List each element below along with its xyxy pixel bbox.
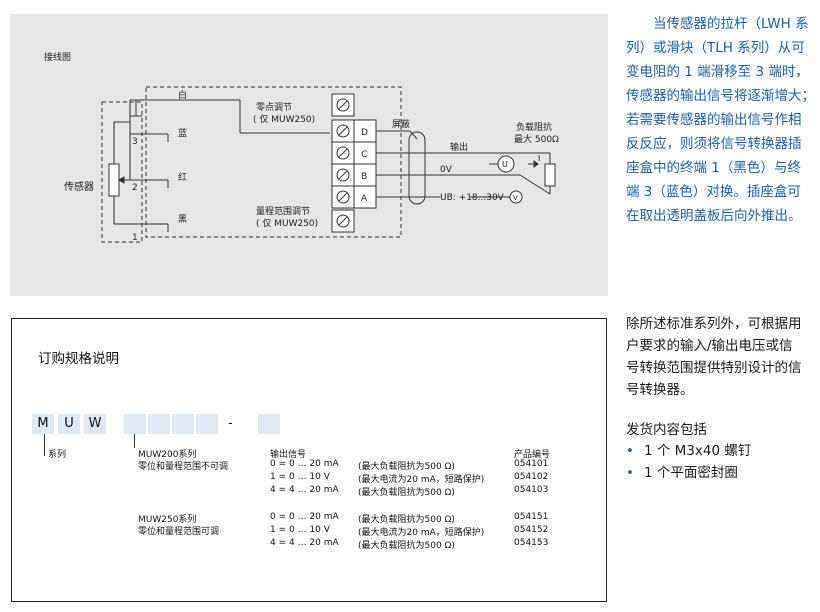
u-symbol: U — [502, 160, 508, 169]
load-value-label: 最大 500Ω — [514, 133, 559, 145]
cable-shield — [408, 131, 426, 205]
zero-adjust-label: 零点调节 — [256, 102, 292, 113]
wire-white-label: 白 — [178, 89, 187, 101]
paragraph-line: 变电阻的 1 端滑移至 3 端时， — [626, 64, 809, 80]
table-cell-code: 054101 — [514, 459, 549, 469]
table-cell-signal: 4 = 4 … 20 mA — [270, 538, 339, 548]
series-bracket — [44, 434, 45, 456]
range-adjust-label: 量程范围调节 — [256, 205, 310, 217]
list-item-text: 1 个 M3x40 螺钉 — [644, 443, 752, 459]
table-cell-code: 054153 — [514, 538, 549, 548]
terminal-b: B — [361, 172, 367, 182]
code-cell-m: M — [32, 414, 54, 434]
shield-label: 屏蔽 — [392, 118, 410, 130]
series-label: 系列 — [48, 450, 67, 460]
bullet-icon: • — [626, 443, 634, 459]
terminal-d: D — [361, 128, 368, 138]
pin-2-label: 2 — [132, 183, 138, 193]
paragraph-line: 当传感器的拉杆（LWH 系 — [653, 16, 809, 32]
terminal-a: A — [361, 194, 368, 204]
wire-red-label: 红 — [178, 171, 187, 183]
group-desc: 零位和量程范围可调 — [138, 527, 220, 537]
order-title: 订购规格说明 — [38, 351, 119, 367]
code-cell-w: W — [84, 414, 106, 434]
order-specification-box: 订购规格说明 M U W - 系列 输出信号 产品编号 MUW200系列 零位和… — [11, 318, 607, 602]
list-item: • 1 个 M3x40 螺钉 — [626, 440, 751, 462]
wire-blue-label: 蓝 — [178, 127, 187, 139]
wiring-diagram-panel: 接线图 — [10, 14, 608, 296]
table-cell-note: (最大负载阻抗为500 Ω) — [358, 488, 455, 498]
table-cell-note: (最大负载阻抗为500 Ω) — [358, 541, 455, 551]
code-cell-blank — [148, 414, 170, 434]
paragraph-line: 若需要传感器的输出信号作相 — [626, 112, 802, 128]
code-cell-u: U — [58, 414, 80, 434]
output-signal-header: 输出信号 — [270, 450, 307, 460]
i-symbol: I — [538, 154, 540, 163]
v-symbol: V — [513, 194, 518, 202]
code-dash: - — [228, 416, 233, 431]
group-desc: 零位和量程范围不可调 — [138, 462, 229, 472]
paragraph-line: 端 3（蓝色）对换。插座盒可 — [626, 184, 801, 200]
table-cell-signal: 4 = 4 … 20 mA — [270, 485, 339, 495]
pin-3-label: 3 — [132, 137, 138, 147]
wire-black-label: 黑 — [178, 214, 187, 225]
table-cell-note: (最大电流为20 mA，短路保护) — [358, 475, 485, 485]
paragraph-line: 户要求的输入/输出电压或信 — [626, 338, 793, 354]
sensor-label: 传感器 — [64, 180, 94, 193]
table-cell-signal: 1 = 0 … 10 V — [270, 472, 330, 482]
table-cell-note: (最大负载阻抗为500 Ω) — [358, 462, 455, 472]
group-bracket — [134, 434, 135, 448]
converter-housing — [145, 86, 402, 238]
code-cell-blank — [258, 414, 280, 434]
reverse-signal-description: 当传感器的拉杆（LWH 系 列）或滑块（TLH 系列）从可 变电阻的 1 端滑移… — [626, 12, 815, 228]
table-cell-signal: 0 = 0 … 20 mA — [270, 512, 339, 522]
sensor-housing — [101, 101, 143, 243]
output-label: 输出 — [450, 141, 468, 153]
list-item: • 1 个平面密封圈 — [626, 462, 751, 484]
range-adjust-note: ( 仅 MUW250) — [256, 217, 318, 229]
table-cell-code: 054102 — [514, 472, 549, 482]
wiring-diagram: 传感器 白 蓝 红 黑 3 2 1 零点调节 ( 仅 MUW250) 量程范围调… — [64, 86, 559, 243]
shipping-list: • 1 个 M3x40 螺钉 • 1 个平面密封圈 — [626, 440, 751, 484]
paragraph-line: 座盒中的终端 1（黑色）与终 — [626, 160, 801, 176]
wiring-title: 接线图 — [44, 53, 72, 63]
zero-v-label: 0V — [440, 165, 453, 175]
group-name: MUW250系列 — [138, 515, 197, 525]
pin-1-label: 1 — [132, 233, 138, 243]
potentiometer — [108, 163, 120, 197]
table-cell-signal: 0 = 0 … 20 mA — [270, 459, 339, 469]
table-cell-note: (最大负载阻抗为500 Ω) — [358, 515, 455, 525]
bullet-icon: • — [626, 465, 634, 481]
table-cell-code: 054103 — [514, 485, 549, 495]
code-cell-blank — [172, 414, 194, 434]
paragraph-line: 号转换范围提供特别设计的信 — [626, 360, 802, 376]
zero-adjust-note: ( 仅 MUW250) — [253, 113, 315, 125]
code-cell-blank — [124, 414, 146, 434]
paragraph-line: 号转换器。 — [626, 382, 694, 398]
code-cell-blank — [196, 414, 218, 434]
paragraph-line: 除所述标准系列外，可根据用 — [626, 316, 802, 332]
paragraph-line: 列）或滑块（TLH 系列）从可 — [626, 40, 805, 56]
shipping-title: 发货内容包括 — [626, 422, 707, 438]
load-label: 负载阻抗 — [516, 121, 552, 133]
paragraph-line: 在取出透明盖板后向外推出。 — [626, 208, 802, 224]
table-cell-signal: 1 = 0 … 10 V — [270, 525, 330, 535]
table-cell-code: 054151 — [514, 512, 549, 522]
table-cell-code: 054152 — [514, 525, 549, 535]
custom-design-note: 除所述标准系列外，可根据用 户要求的输入/输出电压或信 号转换范围提供特别设计的… — [626, 313, 816, 401]
terminal-c: C — [361, 150, 367, 160]
paragraph-line: 反反应，则须将信号转换器插 — [626, 136, 802, 152]
list-item-text: 1 个平面密封圈 — [644, 465, 738, 481]
table-cell-note: (最大电流为20 mA，短路保护) — [358, 528, 485, 538]
supply-label: UB: +18...30V — [440, 193, 505, 203]
paragraph-line: 传感器的输出信号将逐渐增大； — [626, 88, 815, 104]
group-name: MUW200系列 — [138, 450, 197, 460]
product-code-header: 产品编号 — [514, 450, 551, 460]
